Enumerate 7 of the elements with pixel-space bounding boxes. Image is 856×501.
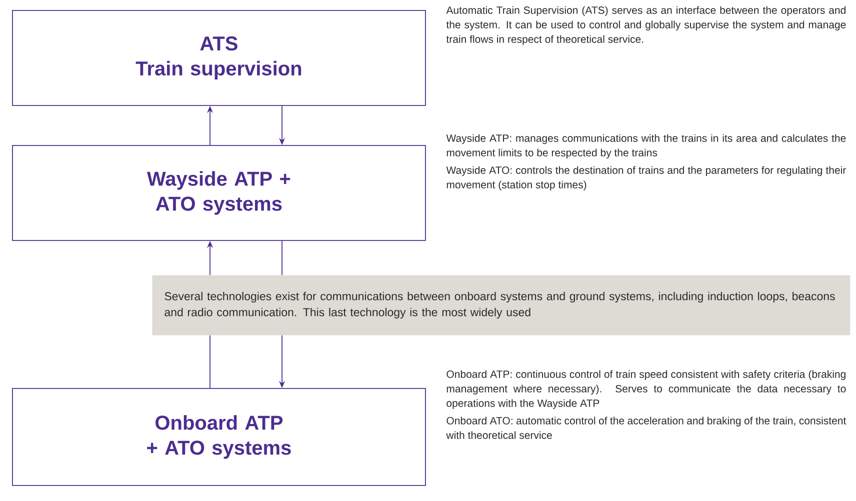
- note-band: Several technologies exist for communications between onboard systems and ground systems, including induction loops, beacons and radio communication. This last technology is the most widely used: [152, 275, 850, 336]
- system-box: ATS Train supervision: [12, 10, 426, 106]
- description-text: Wayside ATP: manages communications with the trains in its area and calculates the movement limits to be respected by the trains Wayside ATO: controls the destination of trains and the parameters for regulating their movement (station stop times): [446, 134, 846, 190]
- description-text: Onboard ATP: continuous control of train speed consistent with safety criteria (braking management where necessary). Serves to communicate the data necessary to operations with the Wayside ATP Onboard ATO: automatic control of the acceleration and braking of the train, consistent with theoretical service: [446, 370, 846, 439]
- description-text: Automatic Train Supervision (ATS) serves as an interface between the operators and the system. It can be used to control and globally supervise the system and manage train flows in respect of theoretical service.: [446, 6, 846, 45]
- system-box: Onboard ATP + ATO systems: [12, 388, 426, 486]
- system-box: Wayside ATP + ATO systems: [12, 145, 426, 241]
